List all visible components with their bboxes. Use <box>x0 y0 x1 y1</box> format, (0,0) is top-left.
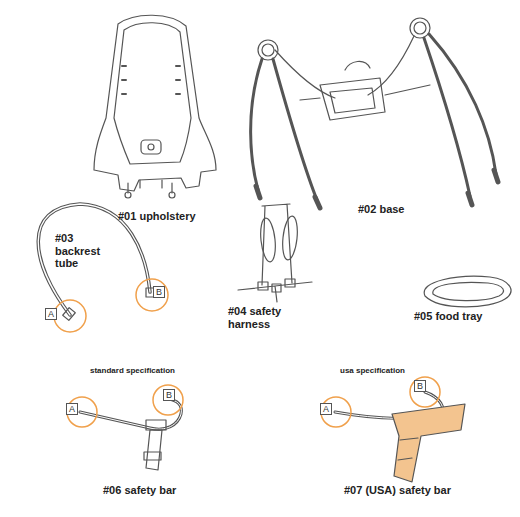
callout-circles <box>54 279 440 427</box>
part-label: #05 food tray <box>414 310 482 323</box>
callout-letter: A <box>320 403 332 415</box>
callout-letter: A <box>66 403 78 415</box>
part-label: #07 (USA) safety bar <box>344 484 451 497</box>
upholstery-drawing <box>94 15 216 198</box>
callout-letter: B <box>163 389 175 401</box>
part-label: #03 backrest tube <box>55 232 107 270</box>
food-tray-drawing <box>424 276 511 307</box>
callout-letter: B <box>153 286 165 298</box>
spec-label: standard specification <box>90 366 175 375</box>
spec-label: usa specification <box>340 366 405 375</box>
part-label: #01 upholstery <box>118 210 196 223</box>
callout-letter: B <box>414 380 426 392</box>
usa-safety-bar-drawing <box>335 392 465 482</box>
part-label: #02 base <box>358 203 404 216</box>
harness-drawing <box>238 204 312 302</box>
part-label: #04 safety harness <box>228 305 290 330</box>
part-label: #06 safety bar <box>103 484 176 497</box>
safety-bar-drawing <box>80 399 181 470</box>
callout-letter: A <box>45 308 57 320</box>
base-drawing <box>251 18 498 208</box>
